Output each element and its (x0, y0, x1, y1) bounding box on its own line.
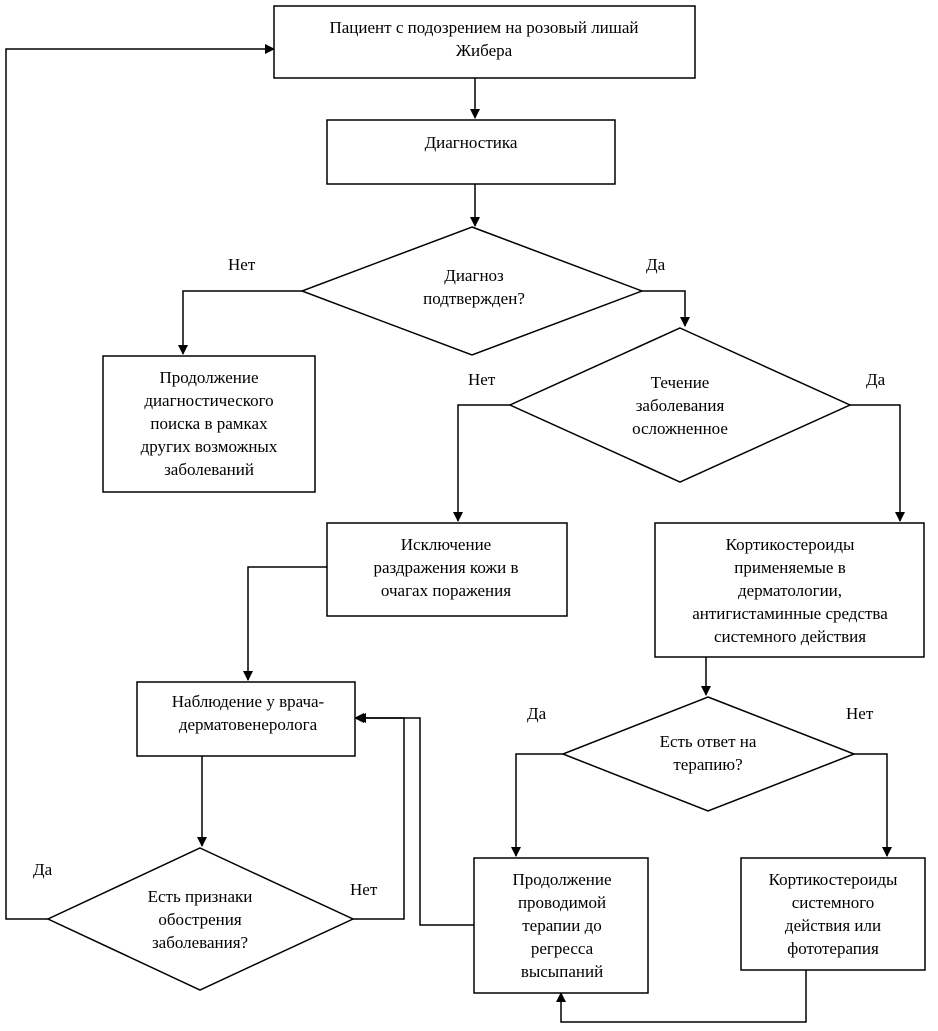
therapy-response-line: Есть ответ на (660, 732, 757, 751)
continue-search-box (102, 355, 316, 493)
diagnosis-confirmed-decision (299, 226, 645, 356)
systemic-or-photo-text: Кортикостероиды системного действия или фот… (769, 870, 898, 958)
edge-labels: Нет Да Нет Да Да Нет Да Нет (33, 255, 886, 899)
corticosteroids-line: Кортикостероиды (726, 535, 855, 554)
exclude-irritation-box (326, 522, 568, 617)
systemic-or-photo-line: фототерапия (787, 939, 879, 958)
label-confirmed-no: Нет (228, 255, 256, 274)
edge-response-yes (511, 753, 563, 857)
course-complicated-decision (508, 327, 852, 483)
label-exacerbation-no: Нет (350, 880, 378, 899)
exacerbation-line: заболевания? (152, 933, 248, 952)
shapes (46, 5, 926, 994)
continue-therapy-line: регресса (531, 939, 594, 958)
corticosteroids-line: применяемые в (734, 558, 845, 577)
diagnosis-confirmed-line: подтвержден? (423, 289, 525, 308)
label-complicated-no: Нет (468, 370, 496, 389)
exclude-irritation-line: раздражения кожи в (373, 558, 518, 577)
systemic-or-photo-box (740, 857, 926, 971)
exacerbation-decision (46, 847, 355, 991)
diagnosis-confirmed-text: Диагноз подтвержден? (423, 266, 525, 308)
edge-response-no (854, 753, 892, 857)
edge-confirmed-no (178, 290, 302, 355)
observation-line: Наблюдение у врача- (172, 692, 325, 711)
continue-search-line: поиска в рамках (150, 414, 268, 433)
exclude-irritation-line: очагах поражения (381, 581, 511, 600)
systemic-or-photo-line: действия или (785, 916, 881, 935)
continue-therapy-box (473, 857, 649, 994)
corticosteroids-text: Кортикостероиды применяемые в дерматологии… (692, 535, 888, 646)
label-confirmed-yes: Да (646, 255, 666, 274)
edge-continue-therapy-to-observation (356, 713, 474, 926)
label-response-yes: Да (527, 704, 547, 723)
therapy-response-decision (560, 696, 857, 812)
course-complicated-line: осложненное (632, 419, 728, 438)
observation-box (136, 681, 356, 757)
observation-text: Наблюдение у врача-дерматовенеролога (172, 692, 325, 734)
continue-search-line: Продолжение (159, 368, 258, 387)
continue-search-text: Продолжение диагностического поиска в рамк… (141, 368, 278, 479)
continue-search-line: диагностического (144, 391, 273, 410)
therapy-response-text: Есть ответ на терапию? (660, 732, 757, 774)
label-complicated-yes: Да (866, 370, 886, 389)
corticosteroids-line: дерматологии, (738, 581, 842, 600)
start-line: Пациент с подозрением на розовый лишай (329, 18, 638, 37)
start-box (273, 5, 696, 79)
edge-systemic-to-continue (556, 970, 807, 1023)
continue-search-line: заболеваний (164, 460, 254, 479)
edge-exacerbation-yes (5, 44, 275, 920)
continue-search-line: других возможных (141, 437, 278, 456)
exacerbation-line: Есть признаки (148, 887, 253, 906)
label-response-no: Нет (846, 704, 874, 723)
corticosteroids-line: антигистаминные средства (692, 604, 888, 623)
exclude-irritation-text: Исключение раздражения кожи в очагах пораж… (373, 535, 518, 600)
continue-therapy-line: Продолжение (512, 870, 611, 889)
continue-therapy-text: Продолжение проводимой терапии до регресса в… (512, 870, 611, 981)
diagnostics-box (326, 119, 616, 185)
exclude-irritation-line: Исключение (401, 535, 491, 554)
continue-therapy-line: высыпаний (521, 962, 603, 981)
connectors (5, 44, 905, 1023)
exacerbation-line: обострения (158, 910, 241, 929)
course-complicated-line: Течение (651, 373, 710, 392)
edge-complicated-no (453, 404, 510, 522)
course-complicated-text: Течение заболевания осложненное (632, 373, 728, 438)
label-exacerbation-yes: Да (33, 860, 53, 879)
edge-confirmed-yes (642, 290, 690, 327)
therapy-response-line: терапию? (673, 755, 742, 774)
exacerbation-text: Есть признаки обострения заболевания? (148, 887, 253, 952)
observation-line: дерматовенеролога (179, 715, 318, 734)
diagnostics-text: Диагностика (425, 133, 518, 152)
diagnostics-line: Диагностика (425, 133, 518, 152)
start-line: Жибера (456, 41, 513, 60)
continue-therapy-line: проводимой (518, 893, 606, 912)
systemic-or-photo-line: системного (792, 893, 875, 912)
corticosteroids-box (654, 522, 925, 658)
course-complicated-line: заболевания (636, 396, 725, 415)
edge-exclusion-to-observation (243, 566, 327, 681)
continue-therapy-line: терапии до (522, 916, 602, 935)
diagnosis-confirmed-line: Диагноз (444, 266, 504, 285)
systemic-or-photo-line: Кортикостероиды (769, 870, 898, 889)
corticosteroids-line: системного действия (714, 627, 866, 646)
edge-complicated-yes (850, 404, 905, 522)
